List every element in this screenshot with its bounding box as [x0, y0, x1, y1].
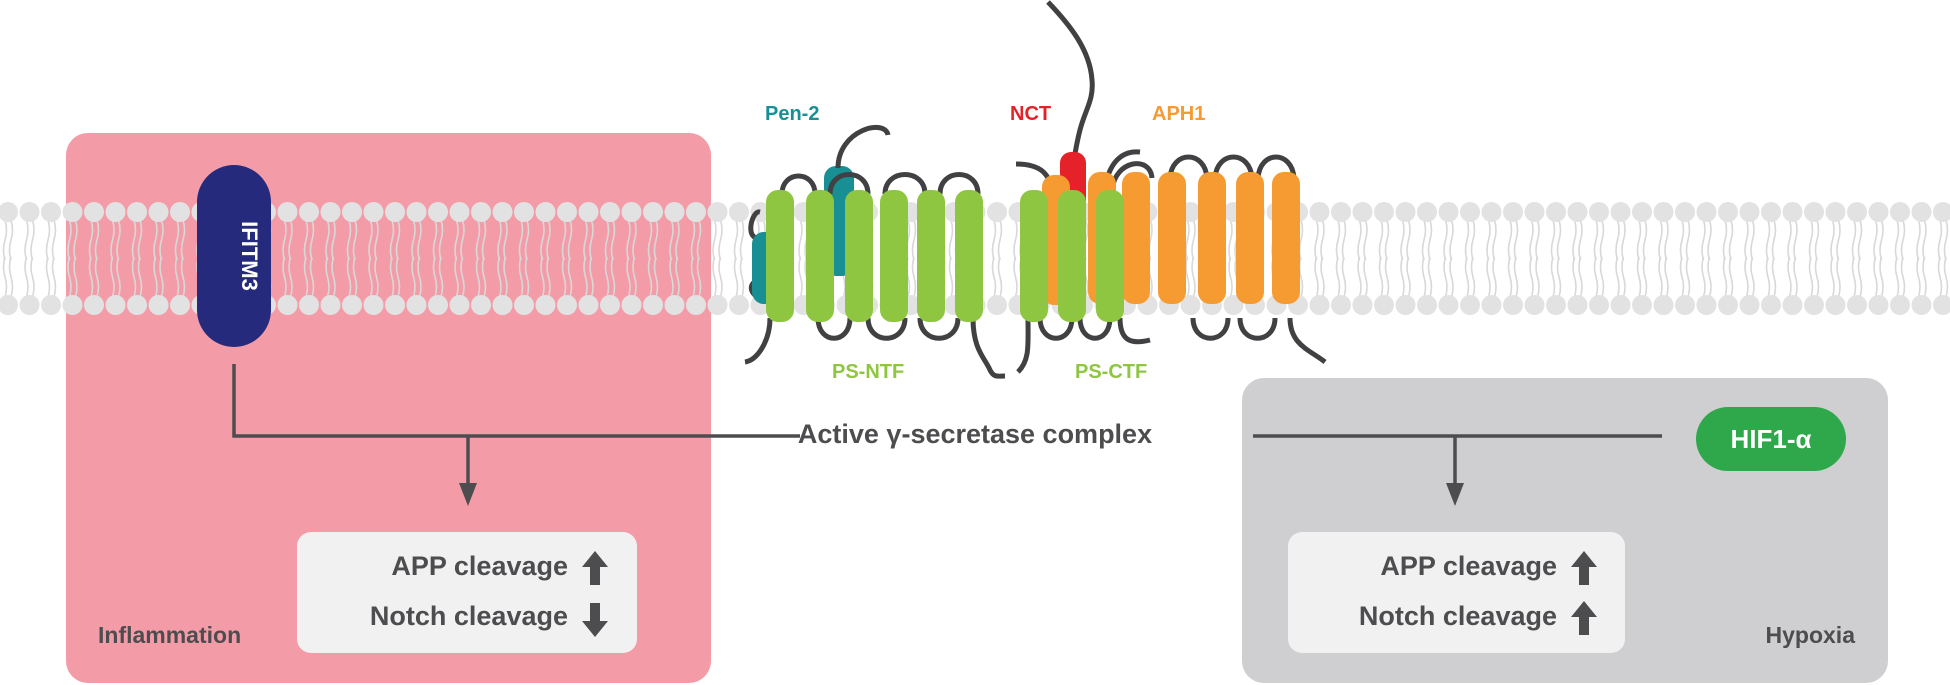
aph1-label: APH1: [1152, 103, 1205, 125]
hif1a-label: HIF1-α: [1731, 424, 1812, 454]
inflammation-arrowhead: [459, 483, 477, 506]
nct-aph1-ps-ctf-cluster: [1015, 0, 1327, 374]
lipid-bilayer-membrane: [0, 202, 1950, 315]
complex-label: Active γ-secretase complex: [798, 419, 1152, 449]
ifitm3-label: IFITM3: [237, 221, 262, 291]
arrow-up-icon: [1571, 601, 1597, 635]
ps-ntf-protein: [744, 172, 1006, 379]
inflammation-notch-text: Notch cleavage: [370, 601, 568, 631]
ps-ctf-label: PS-CTF: [1075, 361, 1147, 383]
ifitm3-protein: IFITM3: [197, 165, 271, 347]
pen2-label: Pen-2: [765, 103, 819, 125]
hypoxia-notch-text: Notch cleavage: [1359, 601, 1557, 631]
hypoxia-outcome-box: APP cleavage Notch cleavage: [1288, 532, 1625, 653]
arrow-up-icon: [1571, 551, 1597, 585]
arrow-down-icon: [582, 603, 608, 637]
inflammation-outcome-box: APP cleavage Notch cleavage: [297, 532, 637, 653]
hypoxia-arrowhead: [1446, 483, 1464, 506]
arrow-up-icon: [582, 551, 608, 585]
inflammation-app-text: APP cleavage: [391, 551, 568, 581]
inflammation-title: Inflammation: [98, 622, 241, 648]
hypoxia-title: Hypoxia: [1766, 622, 1856, 648]
ps-ntf-label: PS-NTF: [832, 361, 904, 383]
hypoxia-app-text: APP cleavage: [1380, 551, 1557, 581]
nct-label: NCT: [1010, 103, 1051, 125]
hif1a-protein: HIF1-α: [1696, 407, 1846, 471]
